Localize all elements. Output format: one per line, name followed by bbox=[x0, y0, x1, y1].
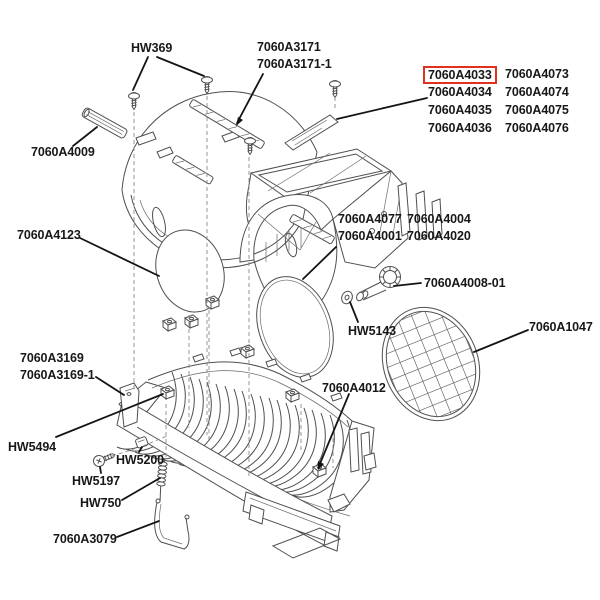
rub-strip-top bbox=[189, 99, 265, 149]
part-label-7060A4076: 7060A4076 bbox=[505, 121, 569, 135]
grommet-hw5494 bbox=[160, 385, 175, 400]
highlighted-part-label: 7060A4033 bbox=[423, 66, 497, 84]
part-label-7060A4034: 7060A4034 bbox=[428, 85, 492, 99]
part-label-7060A4035: 7060A4035 bbox=[428, 103, 492, 117]
clip bbox=[162, 317, 177, 332]
speaker-parts-table: 7060A4077 7060A4004 7060A4001 7060A4020 bbox=[338, 211, 471, 245]
clip bbox=[205, 295, 220, 310]
spring-hw750 bbox=[156, 458, 168, 502]
variant-parts-table: 7060A4033 7060A4073 7060A4034 7060A4074 … bbox=[423, 66, 569, 138]
part-label-7060A3169-group: 7060A3169 7060A3169-1 bbox=[20, 350, 95, 384]
grip-strip-7060A4009 bbox=[81, 107, 128, 139]
part-label-7060A3169-1: 7060A3169-1 bbox=[20, 368, 95, 382]
part-label-7060A4123: 7060A4123 bbox=[17, 228, 81, 242]
washer-hw5143 bbox=[341, 290, 353, 305]
part-label-hw5200: HW5200 bbox=[116, 453, 165, 467]
part-label-7060A3079: 7060A3079 bbox=[53, 532, 117, 546]
part-label-hw5197: HW5197 bbox=[72, 474, 121, 488]
part-label-7060A4008-01: 7060A4008-01 bbox=[424, 276, 506, 290]
rub-strip-mid bbox=[172, 155, 214, 185]
clip bbox=[285, 388, 300, 403]
clip bbox=[240, 344, 255, 359]
clip bbox=[184, 314, 199, 329]
part-label-7060A4073: 7060A4073 bbox=[505, 67, 569, 81]
part-label-hw369: HW369 bbox=[131, 41, 173, 55]
leader-lines bbox=[55, 56, 529, 538]
part-label-7060A3171-group: 7060A3171 7060A3171-1 bbox=[257, 39, 332, 73]
part-label-7060A1047: 7060A1047 bbox=[529, 320, 593, 334]
part-label-7060A4075: 7060A4075 bbox=[505, 103, 569, 117]
part-label-hw5494: HW5494 bbox=[8, 440, 57, 454]
part-label-7060A4012: 7060A4012 bbox=[322, 381, 386, 395]
part-label-7060A4009: 7060A4009 bbox=[31, 145, 95, 159]
screw-hw369 bbox=[201, 76, 213, 94]
serial-label-plate bbox=[284, 114, 339, 151]
grille-7060A1047 bbox=[370, 297, 492, 431]
drum-shell bbox=[121, 91, 318, 269]
adjuster-knob-7060A4008-01 bbox=[356, 266, 401, 302]
part-label-hw750: HW750 bbox=[80, 496, 122, 510]
part-label-7060A3171: 7060A3171 bbox=[257, 40, 321, 54]
part-label-7060A4001: 7060A4001 bbox=[338, 229, 402, 243]
wire-bail-7060A3079 bbox=[154, 498, 190, 550]
part-label-7060A3169: 7060A3169 bbox=[20, 351, 84, 365]
top-housing bbox=[239, 148, 443, 321]
part-label-7060A4074: 7060A4074 bbox=[505, 85, 569, 99]
screw-hw5197 bbox=[93, 453, 116, 467]
part-label-7060A4077: 7060A4077 bbox=[338, 212, 402, 226]
part-label-7060A3171-1: 7060A3171-1 bbox=[257, 57, 332, 71]
part-label-7060A4036: 7060A4036 bbox=[428, 121, 492, 135]
part-label-hw5143: HW5143 bbox=[348, 324, 397, 338]
screw-hw369 bbox=[128, 92, 140, 110]
alignment-dashes bbox=[111, 96, 336, 478]
diaphragm-7060A4077 bbox=[256, 276, 334, 378]
screw bbox=[329, 80, 341, 98]
part-label-7060A4004: 7060A4004 bbox=[407, 212, 471, 226]
part-label-7060A4020: 7060A4020 bbox=[407, 229, 471, 243]
